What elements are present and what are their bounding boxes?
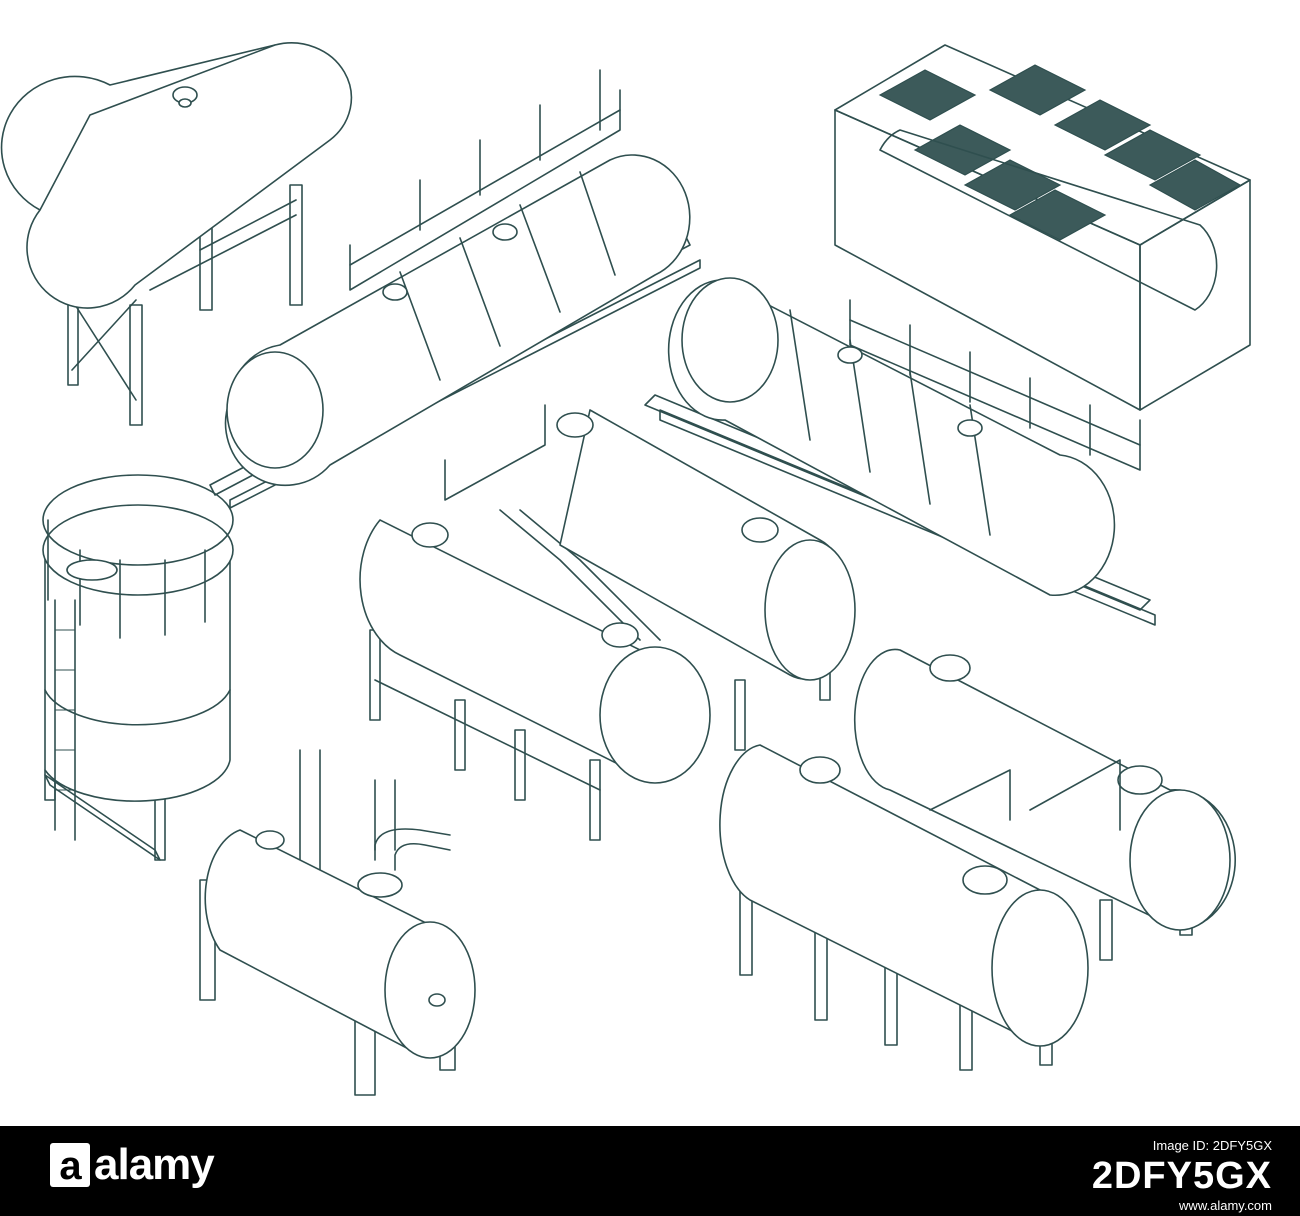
tank-container-frame (834, 44, 1251, 411)
image-id: 2DFY5GX (1091, 1155, 1272, 1197)
technical-illustration (0, 42, 1251, 1096)
tank-on-skid-with-catwalk-2 (644, 277, 1156, 626)
image-id-label: Image ID: 2DFY5GX (1152, 1138, 1272, 1153)
brand-mark: a (50, 1143, 90, 1188)
horizontal-tank-on-stand (0, 42, 353, 426)
twin-tanks-with-stairs (359, 404, 856, 841)
twin-tanks-with-platform (719, 648, 1237, 1071)
brand-name: alamy (94, 1140, 215, 1189)
site-url[interactable]: www.alamy.com (1179, 1198, 1272, 1213)
tank-on-skid-with-catwalk (209, 69, 701, 509)
vertical-silo-with-ladder (42, 474, 234, 861)
tank-with-pipe (199, 749, 476, 1096)
illustration-canvas (0, 42, 1251, 1096)
image-info: Image ID: 2DFY5GX 2DFY5GX www.alamy.com (1092, 1138, 1272, 1213)
